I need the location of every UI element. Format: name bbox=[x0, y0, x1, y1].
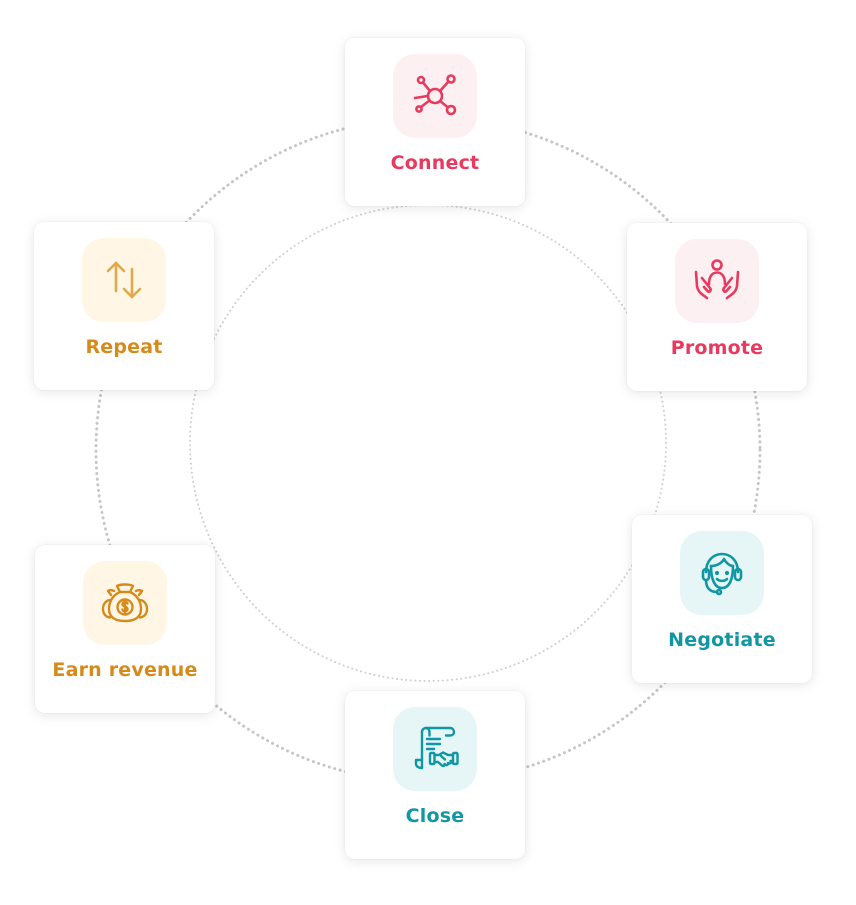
step-label-earn-revenue: Earn revenue bbox=[52, 659, 198, 681]
network-nodes-icon bbox=[413, 74, 457, 116]
step-label-close: Close bbox=[405, 805, 465, 827]
step-label-repeat: Repeat bbox=[85, 336, 163, 358]
step-card-earn-revenue: Earn revenue bbox=[35, 545, 215, 713]
headset-agent-icon bbox=[701, 552, 743, 596]
close-icon-tile bbox=[393, 707, 477, 791]
earn-revenue-icon-tile bbox=[83, 561, 167, 645]
negotiate-icon-tile bbox=[680, 531, 764, 615]
step-card-repeat: Repeat bbox=[34, 222, 214, 390]
step-label-negotiate: Negotiate bbox=[668, 629, 776, 651]
step-card-connect: Connect bbox=[345, 38, 525, 206]
promote-icon-tile bbox=[675, 239, 759, 323]
repeat-icon-tile bbox=[82, 238, 166, 322]
hands-person-icon bbox=[694, 259, 740, 300]
step-label-promote: Promote bbox=[670, 337, 764, 359]
step-card-close: Close bbox=[345, 691, 525, 859]
inner-dotted-ring bbox=[189, 204, 667, 682]
step-card-promote: Promote bbox=[627, 223, 807, 391]
step-label-connect: Connect bbox=[390, 152, 480, 174]
connect-icon-tile bbox=[393, 54, 477, 138]
contract-handshake-icon bbox=[414, 726, 459, 770]
swap-arrows-icon bbox=[106, 261, 142, 299]
money-bags-icon bbox=[101, 583, 149, 623]
step-card-negotiate: Negotiate bbox=[632, 515, 812, 683]
